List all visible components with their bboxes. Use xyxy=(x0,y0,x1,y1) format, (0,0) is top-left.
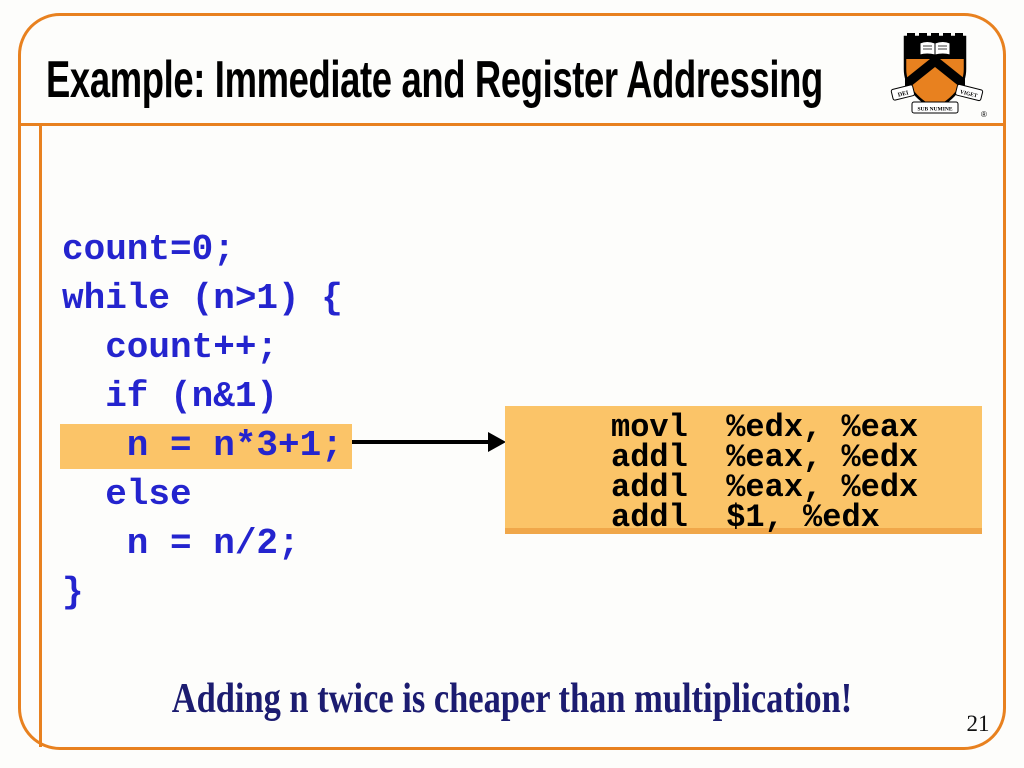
title-divider-line xyxy=(18,123,1006,126)
code-line: count=0; xyxy=(62,229,235,270)
motto-left: DEI xyxy=(897,90,909,99)
assembly-line: addl $1, %edx xyxy=(611,499,880,536)
code-line: } xyxy=(62,572,84,613)
assembly-line: movl %edx, %eax xyxy=(611,409,919,446)
arrow-head-icon xyxy=(488,432,506,452)
footer-message: Adding n twice is cheaper than multiplic… xyxy=(42,678,982,720)
code-line: n = n/2; xyxy=(62,523,300,564)
left-accent-line xyxy=(39,123,42,747)
page-title: Example: Immediate and Register Addressi… xyxy=(46,51,823,109)
assembly-line: addl %eax, %edx xyxy=(611,439,919,476)
highlight-bar xyxy=(60,424,352,469)
code-line: else xyxy=(62,474,192,515)
c-code-block: count=0; while (n>1) { count++; if (n&1)… xyxy=(62,225,343,617)
motto-center: SUB NUMINE xyxy=(918,107,953,113)
arrow-connector xyxy=(352,440,490,444)
assembly-line: addl %eax, %edx xyxy=(611,469,919,506)
code-line: count++; xyxy=(62,327,279,368)
code-line: if (n&1) xyxy=(62,376,279,417)
code-line: while (n>1) { xyxy=(62,278,343,319)
motto-right: VIGET xyxy=(959,89,978,99)
assembly-box: movl %edx, %eax addl %eax, %edx addl %ea… xyxy=(505,406,982,534)
page-number: 21 xyxy=(966,711,990,736)
princeton-shield-icon: DEI VIGET SUB NUMINE ® xyxy=(890,33,987,119)
footer-message-text: Adding n twice is cheaper than multiplic… xyxy=(171,676,853,722)
slide-border xyxy=(18,13,1006,750)
registered-trademark: ® xyxy=(981,110,987,119)
code-line-highlighted: n = n*3+1; xyxy=(62,425,343,466)
